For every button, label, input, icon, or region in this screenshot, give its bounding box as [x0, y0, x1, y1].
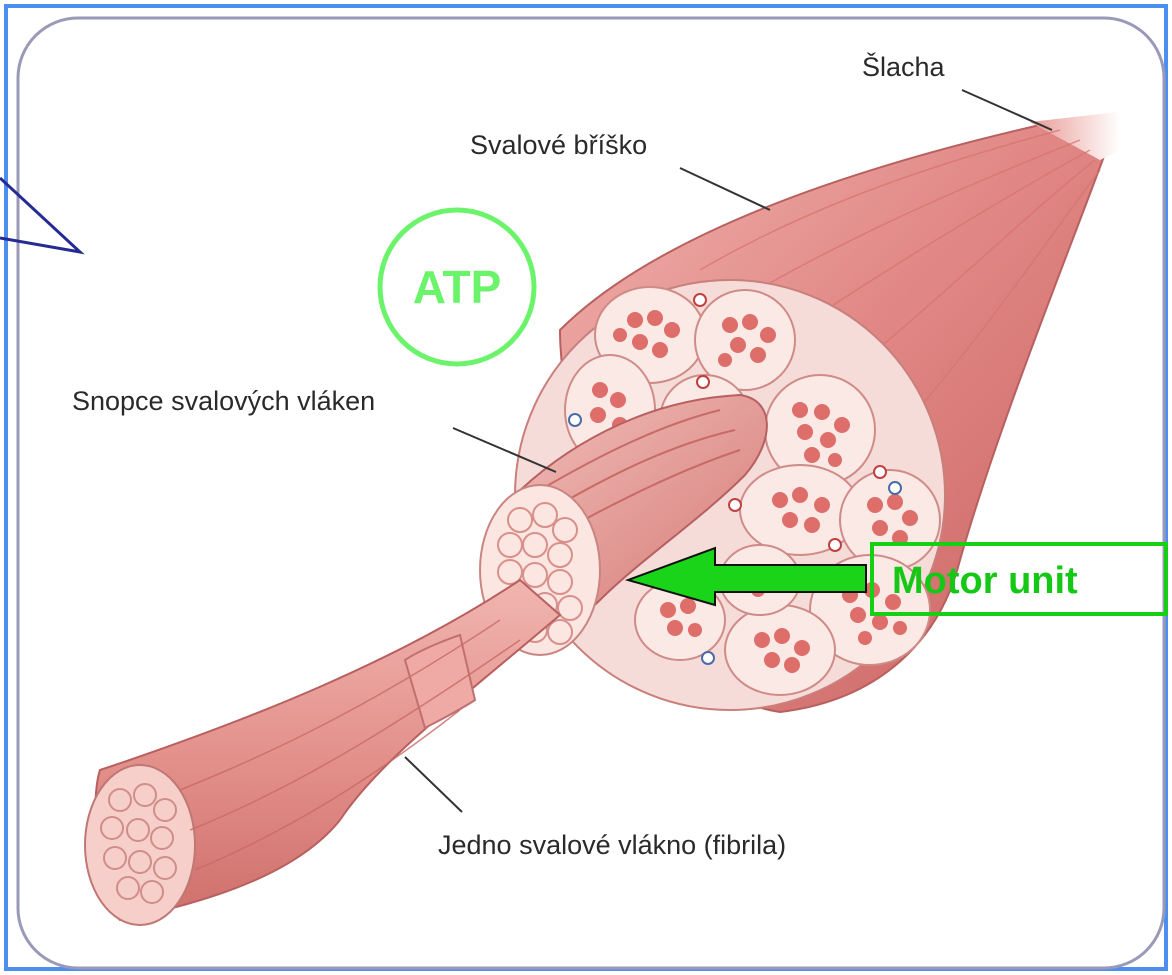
navy-triangle-pointer	[0, 178, 80, 252]
motor-unit-label: Motor unit	[892, 562, 1078, 600]
label-single-fiber: Jedno svalové vlákno (fibrila)	[438, 832, 786, 859]
label-muscle-belly: Svalové bříško	[470, 132, 647, 159]
leader-fiber	[405, 757, 462, 812]
fiber-end	[85, 765, 195, 925]
label-tendon: Šlacha	[862, 54, 945, 81]
label-fascicles: Snopce svalových vláken	[72, 388, 375, 415]
leader-belly	[680, 168, 770, 210]
leader-tendon	[962, 90, 1052, 130]
atp-label: ATP	[378, 212, 536, 362]
